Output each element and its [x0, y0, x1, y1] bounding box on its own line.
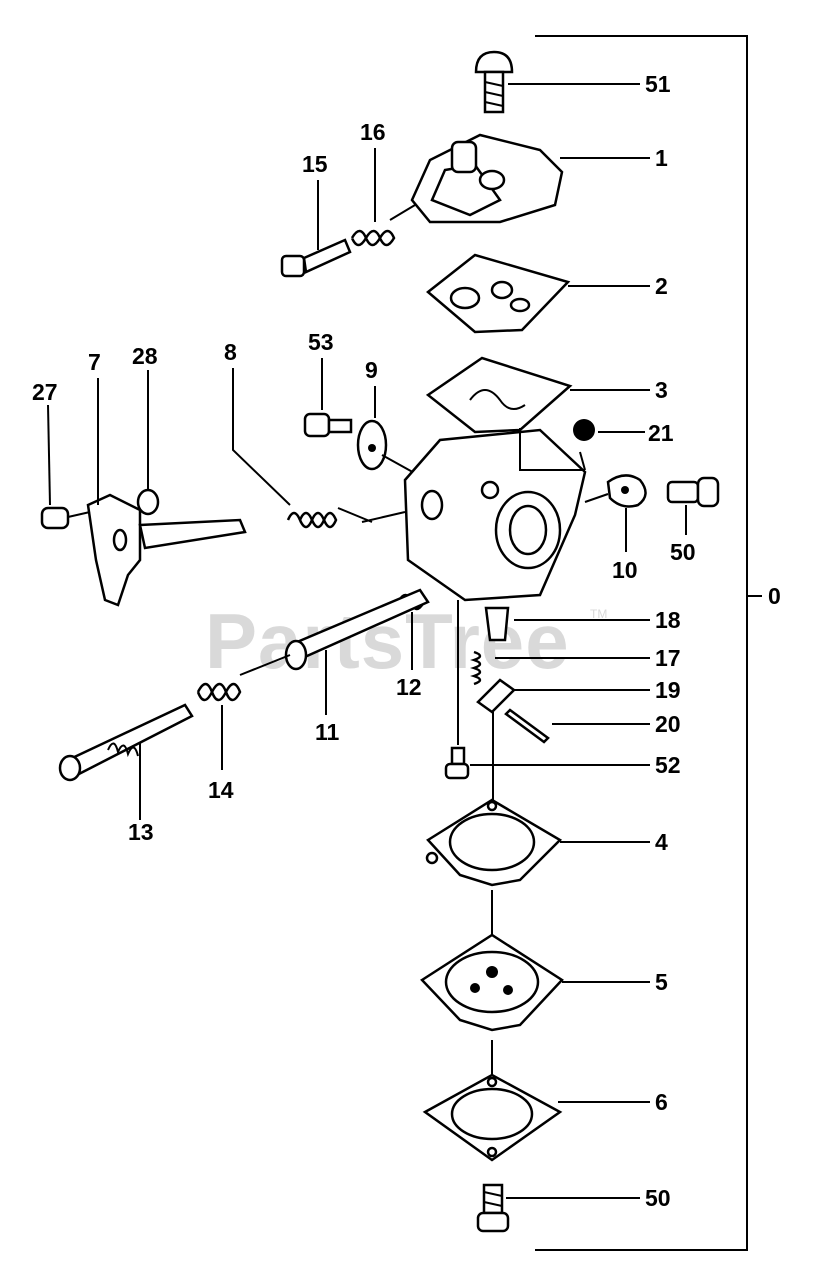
callout-7: 7: [88, 349, 101, 375]
part-7-throttle-lever: [86, 378, 247, 607]
callout-15: 15: [302, 151, 328, 177]
part-17-spring: [470, 650, 650, 686]
callout-5: 5: [655, 969, 668, 995]
callout-20: 20: [655, 711, 681, 737]
callout-52: 52: [655, 752, 681, 778]
part-3-gasket: [425, 356, 650, 434]
part-18-needle: [484, 606, 650, 642]
callout-21: 21: [648, 420, 674, 446]
part-51-top-screw: [474, 50, 640, 114]
callout-9: 9: [365, 357, 378, 383]
callout-53: 53: [308, 329, 334, 355]
part-52-screw: [444, 600, 650, 780]
part-15-mixture-screw: [280, 180, 352, 278]
part-10-metering-lever: [584, 474, 647, 552]
assembly-bracket: [535, 35, 762, 1251]
part-27-clip: [40, 404, 91, 530]
callout-51-top: 51: [645, 71, 671, 97]
callout-14: 14: [208, 777, 234, 803]
part-1-pump-cover: [410, 133, 650, 224]
part-6-cover-plate: [422, 1073, 650, 1162]
part-2-gasket: [426, 253, 650, 334]
callout-50-bottom: 50: [645, 1185, 671, 1211]
callout-28: 28: [132, 343, 158, 369]
watermark-trademark: TM: [590, 607, 607, 621]
part-8-spring: [232, 368, 406, 529]
part-20-pin: [504, 708, 650, 744]
callout-12: 12: [396, 674, 422, 700]
part-28-washer: [136, 370, 160, 516]
part-9-washer: [356, 386, 419, 476]
part-21-nut: [573, 419, 645, 441]
part-19-needle-lever: [476, 678, 650, 800]
part-50-screw-bottom: [476, 1183, 640, 1233]
callout-8: 8: [224, 339, 237, 365]
carburetor-body: [403, 428, 587, 602]
callout-6: 6: [655, 1089, 668, 1115]
part-14-spring: [196, 682, 242, 770]
callout-18: 18: [655, 607, 681, 633]
part-53-screw: [303, 358, 353, 438]
callout-13: 13: [128, 819, 154, 845]
callout-10: 10: [612, 557, 638, 583]
callout-11: 11: [315, 719, 340, 745]
assembly-label: 0: [768, 583, 781, 609]
part-13-choke-shaft: [58, 703, 194, 820]
callout-27: 27: [32, 379, 58, 405]
part-5-diaphragm: [420, 933, 650, 1075]
callout-2: 2: [655, 273, 668, 299]
callout-50-right: 50: [670, 539, 696, 565]
callout-16: 16: [360, 119, 386, 145]
part-4-gasket: [425, 798, 650, 940]
part-16-spring: [350, 148, 416, 247]
callout-3: 3: [655, 377, 668, 403]
callout-19: 19: [655, 677, 681, 703]
part-50-screw-right: [666, 476, 720, 535]
callout-4: 4: [655, 829, 668, 855]
callout-17: 17: [655, 645, 681, 671]
part-11-throttle-shaft: [239, 588, 430, 715]
callout-1: 1: [655, 145, 668, 171]
